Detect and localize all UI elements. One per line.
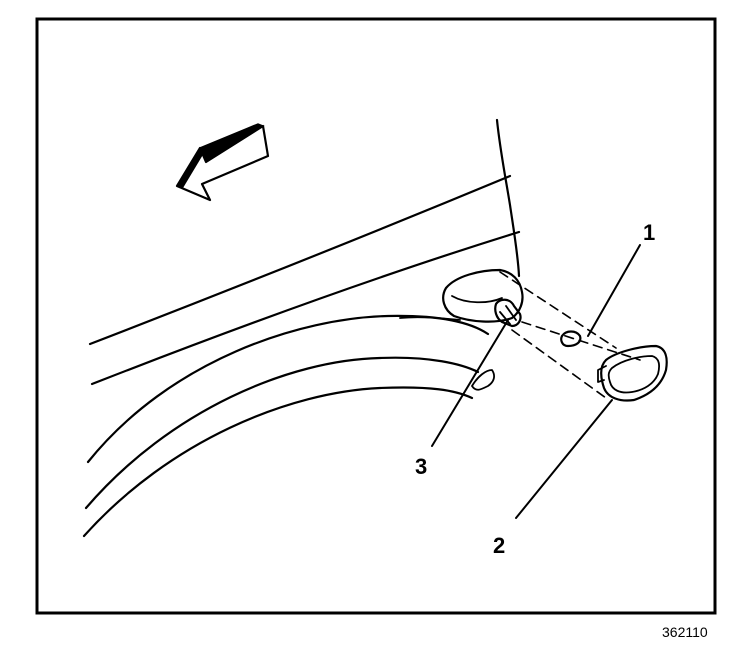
body-crease-lower [90, 230, 521, 386]
fender-rear-edge [495, 118, 521, 278]
leader-line-1 [587, 244, 641, 337]
side-marker-lamp-icon [597, 344, 668, 402]
callout-2: 2 [493, 533, 505, 558]
wheel-arch-outer [86, 314, 490, 464]
callout-1: 1 [643, 220, 655, 245]
wheel-arch-middle [84, 356, 480, 510]
lamp-opening [442, 268, 524, 323]
alignment-lines [499, 271, 641, 399]
diagram-frame [35, 17, 717, 615]
wheel-arch-inner [82, 386, 474, 538]
figure-id: 362110 [662, 624, 708, 640]
bulb-socket-icon [494, 298, 522, 328]
leader-line-3 [431, 319, 509, 447]
retaining-clip-icon [560, 330, 582, 348]
body-crease-upper [88, 174, 512, 346]
callout-3: 3 [415, 454, 427, 479]
forward-arrow-icon [175, 123, 270, 202]
leader-line-2 [515, 399, 613, 519]
fender-panel [82, 118, 521, 538]
fender-flange [471, 369, 495, 391]
